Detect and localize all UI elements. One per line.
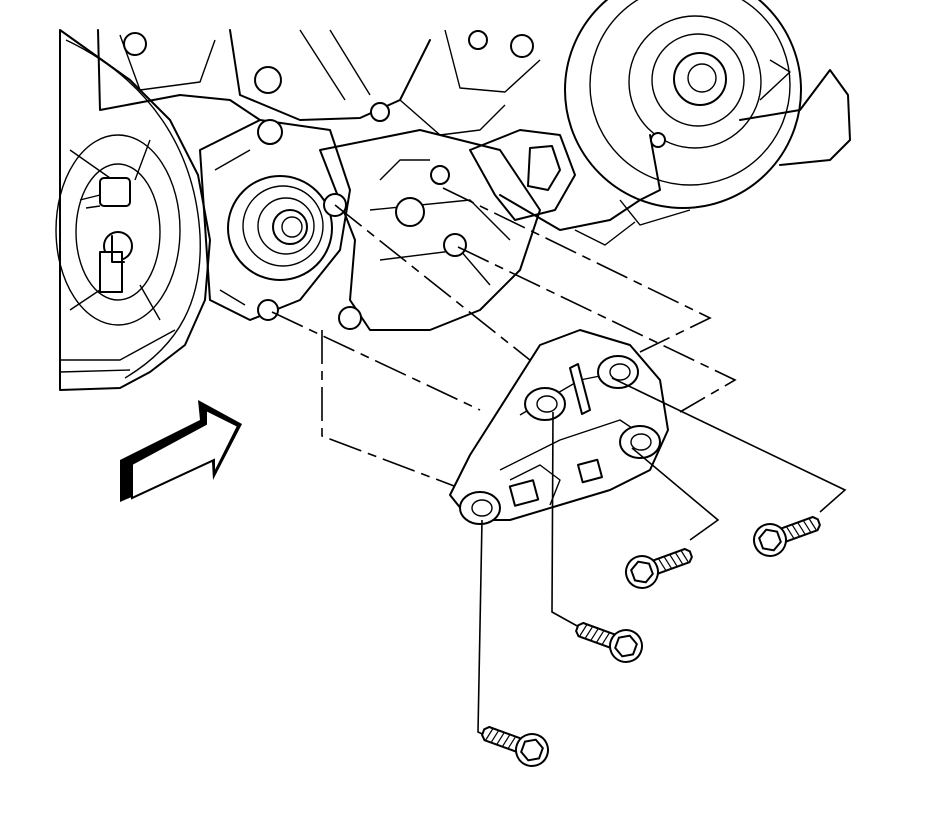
engine-mount-face — [319, 129, 541, 331]
transaxle-housing — [55, 29, 211, 391]
accessory-pulley — [564, 0, 851, 246]
bolt — [481, 725, 549, 767]
bolt — [625, 547, 693, 589]
bracket-bolt-hole — [597, 355, 639, 389]
bracket-bolt-hole — [524, 387, 566, 421]
bolt — [753, 515, 821, 557]
support-bracket — [469, 129, 641, 231]
bracket-bolt-hole — [459, 491, 501, 525]
direction-arrow — [120, 400, 242, 502]
sensor-connector — [79, 177, 133, 293]
crankshaft-flange — [199, 119, 351, 321]
engine-block-assembly — [55, 0, 851, 391]
transmission-bracket — [449, 329, 669, 525]
bolt — [575, 621, 643, 663]
bolts-group — [481, 515, 821, 767]
alignment-lines — [271, 187, 737, 493]
engine-upper-body — [97, 29, 541, 136]
bracket-bolt-hole — [619, 425, 661, 459]
